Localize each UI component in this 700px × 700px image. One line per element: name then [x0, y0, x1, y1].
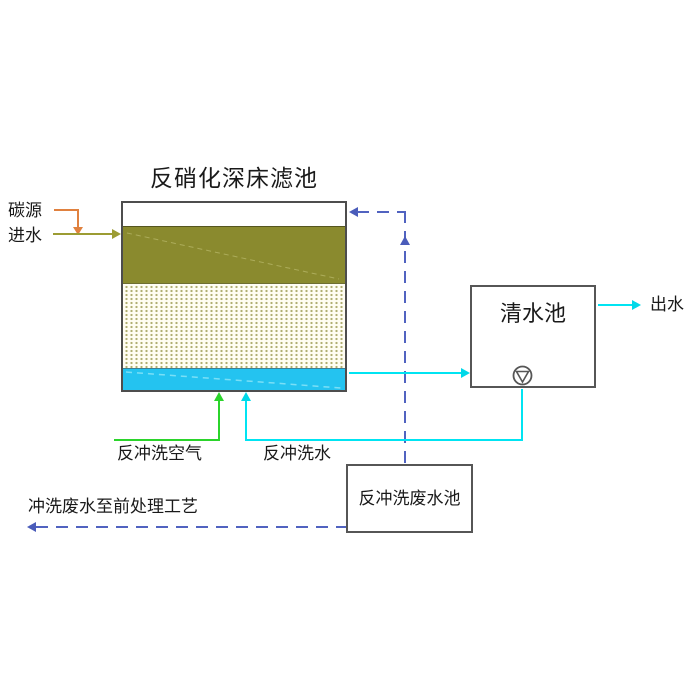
carbon-source-line: [54, 209, 79, 211]
backwash-air-label: 反冲洗空气: [117, 444, 202, 463]
backwash-water-line: [245, 399, 247, 441]
waste-to-pretreatment-arrow-icon: [27, 522, 36, 532]
backwash-water-line: [521, 389, 523, 440]
backwash-air-line: [218, 399, 220, 441]
carbon-source-arrow-icon: [73, 227, 83, 235]
influent-line: [53, 233, 113, 235]
backwash-air-arrow-icon: [214, 392, 224, 401]
filtered-water-arrow-icon: [461, 368, 470, 378]
waste-dashed-line-vertical: [404, 211, 406, 464]
filtered-water-line: [349, 372, 466, 374]
clear-water-tank-label: 清水池: [499, 301, 566, 326]
waste-up-arrow-icon: [400, 236, 410, 245]
influent-label: 进水: [8, 226, 42, 245]
backwash-waste-tank: 反冲洗废水池: [346, 464, 473, 533]
diagram-title: 反硝化深床滤池: [150, 166, 318, 191]
waste-return-arrow-icon: [349, 207, 358, 217]
influent-arrow-icon: [112, 229, 121, 239]
backwash-waste-tank-label: 反冲洗废水池: [358, 488, 461, 508]
underdrain-flow-line: [125, 371, 342, 389]
carbon-source-label: 碳源: [8, 201, 42, 220]
water-surface-line: [126, 232, 340, 280]
backwash-water-line: [245, 439, 523, 441]
waste-to-pretreatment-line: [36, 526, 346, 528]
filter-freeboard-layer: [123, 203, 345, 226]
pump-icon: [512, 365, 533, 386]
filter-sand-layer: [123, 283, 345, 368]
backwash-water-arrow-icon: [241, 392, 251, 401]
filter-underdrain-layer: [123, 368, 345, 390]
clear-water-tank: 清水池: [470, 285, 596, 388]
effluent-line: [598, 304, 637, 306]
carbon-source-line: [77, 209, 79, 227]
backwash-air-line: [114, 439, 220, 441]
filter-media-layer: [123, 226, 345, 283]
denitrification-filter-tank: [121, 201, 347, 392]
waste-to-pretreatment-label: 冲洗废水至前处理工艺: [28, 497, 198, 516]
waste-dashed-line-top: [357, 211, 405, 213]
effluent-arrow-icon: [632, 300, 641, 310]
effluent-label: 出水: [650, 295, 684, 314]
backwash-water-label: 反冲洗水: [263, 444, 331, 463]
